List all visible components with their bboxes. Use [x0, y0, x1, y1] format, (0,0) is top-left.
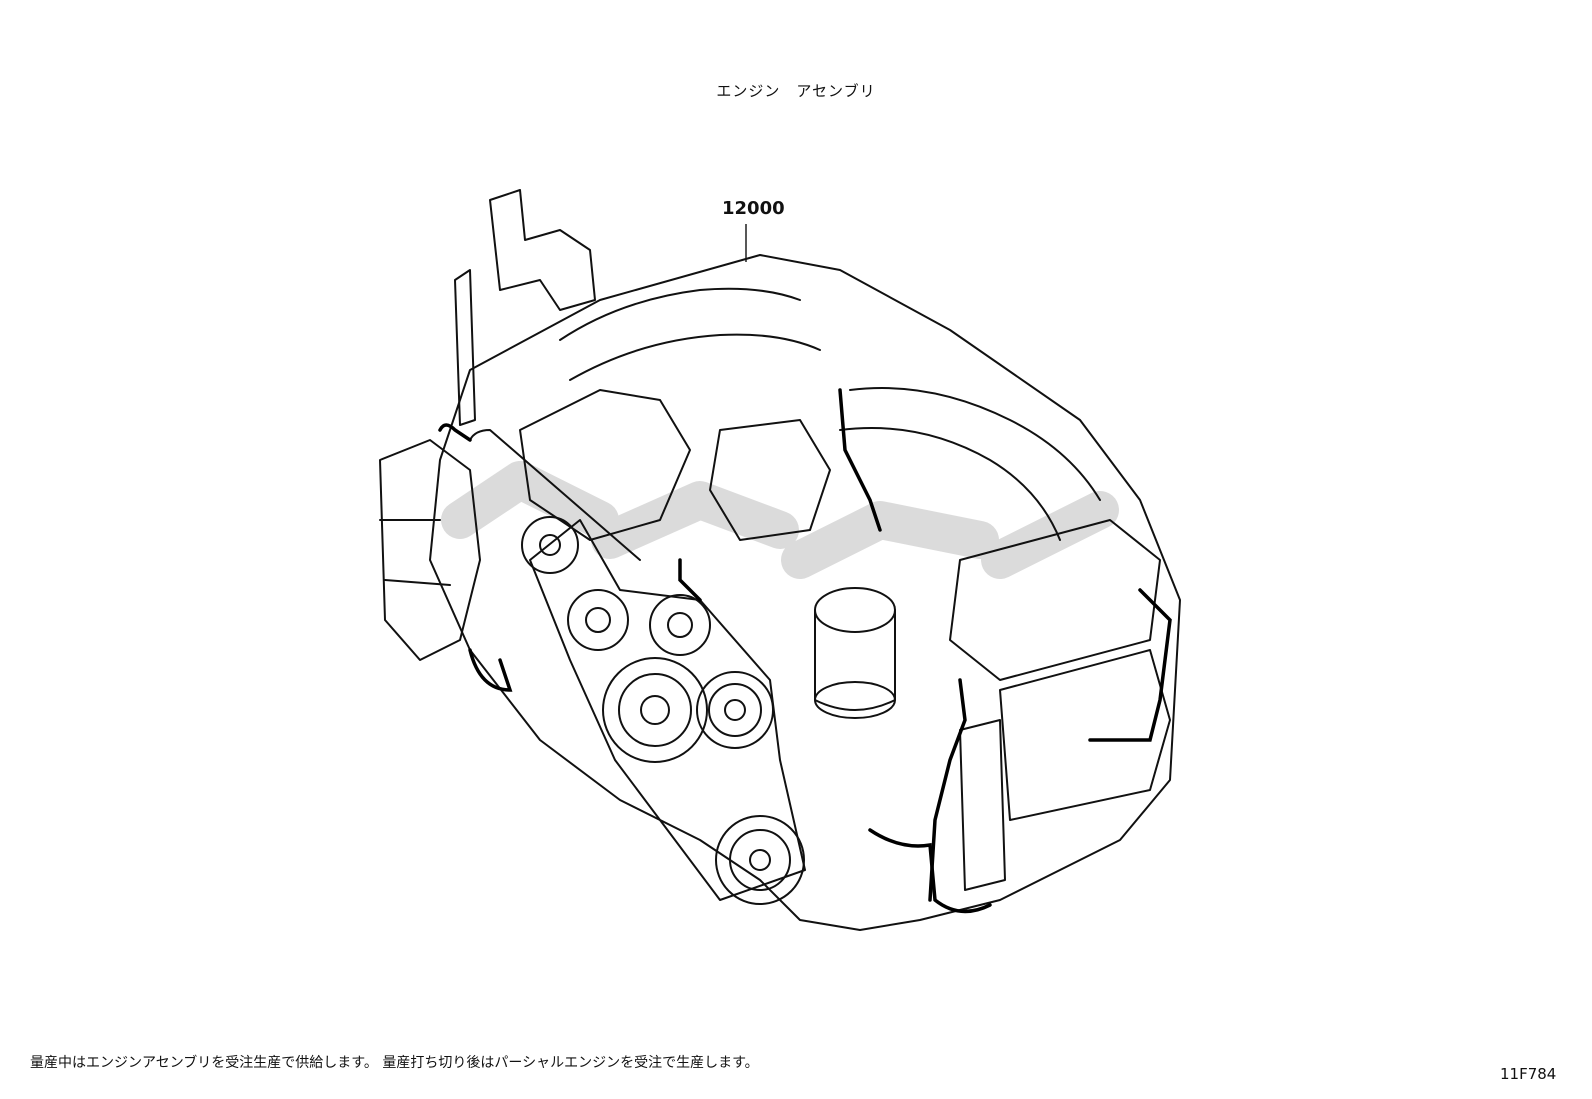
drive-belt: [529, 519, 806, 901]
diagram-title: エンジン アセンブリ: [716, 82, 876, 100]
figure-id: 11F784: [1500, 1065, 1557, 1083]
wire-harness: [438, 388, 1172, 914]
part-number-callout[interactable]: 12000: [722, 198, 785, 219]
pulleys: [521, 516, 805, 905]
watermark-logo: [441, 461, 1119, 579]
supply-footnote: 量産中はエンジンアセンブリを受注生産で供給します。 量産打ち切り後はパーシャルエ…: [30, 1055, 759, 1071]
engine-block: [379, 189, 1181, 931]
